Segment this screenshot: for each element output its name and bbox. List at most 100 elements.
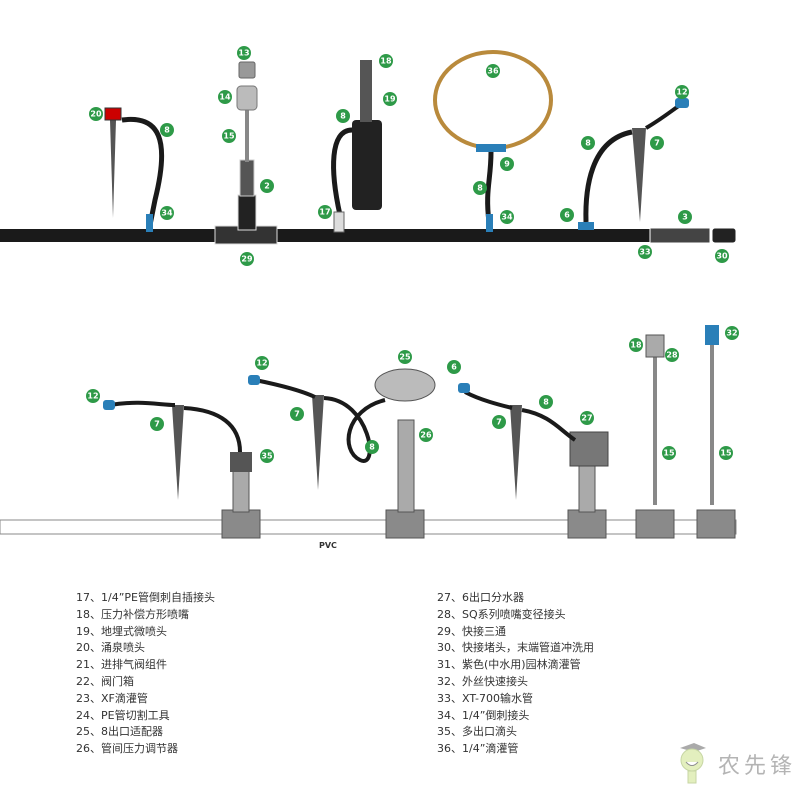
barb-connector: [486, 214, 493, 232]
watermark: 农先锋: [672, 742, 796, 786]
callout-8: 8: [473, 181, 487, 195]
callout-number: 30: [716, 252, 728, 261]
callout-30: 30: [715, 249, 729, 263]
legend-item: 22、阀门箱: [76, 674, 134, 688]
callout-number: 34: [161, 209, 173, 218]
drip-tube: [583, 129, 633, 223]
callout-number: 6: [564, 211, 570, 220]
legend-item: 24、PE管切割工具: [76, 708, 170, 722]
callout-34: 34: [160, 206, 174, 220]
end-plug: [711, 227, 737, 244]
legend-item: 33、XT-700输水管: [437, 691, 534, 705]
tee-riser: [237, 194, 257, 231]
legend-item: 30、快接堵头，末端管道冲洗用: [437, 641, 594, 655]
legend-item: 36、1/4”滴灌管: [437, 742, 519, 756]
square-nozzle: [645, 334, 665, 358]
tee-connector: [476, 144, 506, 152]
legend-item: 17、1/4”PE管倒刺自插接头: [76, 591, 215, 604]
callout-32: 32: [725, 326, 739, 340]
callout-number: 9: [504, 160, 510, 169]
callout-number: 28: [666, 351, 678, 360]
legend-item: 18、压力补偿方形喷嘴: [76, 607, 189, 621]
stakes: [172, 395, 522, 500]
barb-connector: [578, 222, 594, 230]
emitters: [103, 375, 470, 410]
callout-number: 19: [384, 95, 396, 104]
emitter: [675, 98, 689, 108]
watermark-text: 农先锋: [718, 754, 797, 779]
drip-tube: [121, 116, 165, 226]
callout-25: 25: [398, 350, 412, 364]
callout-27: 27: [580, 411, 594, 425]
callout-number: 18: [630, 341, 642, 350]
legend-item: 26、管间压力调节器: [76, 742, 178, 756]
callout-8: 8: [539, 395, 553, 409]
callout-number: 17: [319, 208, 330, 217]
callout-number: 7: [154, 420, 160, 429]
callout-14: 14: [218, 90, 232, 104]
callout-8: 8: [365, 440, 379, 454]
barb-connector: [146, 214, 153, 232]
stake: [632, 128, 646, 222]
callout-15: 15: [719, 446, 733, 460]
callout-number: 35: [261, 452, 273, 461]
male-quick-connector: [705, 325, 719, 345]
callout-9: 9: [500, 157, 514, 171]
callout-26: 26: [419, 428, 433, 442]
callout-number: 34: [501, 213, 513, 222]
callout-number: 7: [654, 139, 660, 148]
callout-number: 8: [369, 443, 375, 452]
callout-number: 8: [543, 398, 549, 407]
self-insert-barb: [333, 211, 345, 233]
riser-tube: [710, 345, 714, 505]
square-nozzle: [238, 61, 256, 79]
pvc-label: PVC: [319, 541, 337, 550]
callout-8: 8: [160, 123, 174, 137]
callout-7: 7: [150, 417, 164, 431]
callout-3: 3: [678, 210, 692, 224]
legend-item: 28、SQ系列喷嘴变径接头: [437, 607, 566, 621]
callout-number: 12: [676, 88, 687, 97]
callout-12: 12: [255, 356, 269, 370]
multi-outlet-emitter: [230, 452, 252, 472]
popup-body: [352, 120, 382, 210]
legend-item: 34、1/4”倒刺接头: [437, 708, 530, 722]
callout-number: 8: [340, 112, 346, 121]
legend-item: 29、快接三通: [437, 624, 506, 638]
callout-number: 8: [164, 126, 170, 135]
callout-7: 7: [492, 415, 506, 429]
callout-number: 32: [726, 329, 737, 338]
drip-tube: [485, 151, 494, 223]
callout-35: 35: [260, 449, 274, 463]
callout-29: 29: [240, 252, 254, 266]
main-pipe: [0, 229, 708, 242]
callout-number: 12: [256, 359, 267, 368]
legend-item: 31、紫色(中水用)园林滴灌管: [437, 658, 581, 672]
callout-number: 15: [663, 449, 675, 458]
8-outlet-adapter: [374, 368, 436, 402]
stake: [110, 120, 116, 218]
callout-6: 6: [447, 360, 461, 374]
callout-number: 13: [238, 49, 249, 58]
callout-7: 7: [290, 407, 304, 421]
callout-36: 36: [486, 64, 500, 78]
callout-18: 18: [379, 54, 393, 68]
callout-34: 34: [500, 210, 514, 224]
nozzle-adapter: [236, 85, 258, 111]
callout-number: 7: [496, 418, 502, 427]
legend-item: 21、进排气阀组件: [76, 658, 167, 672]
end-fitting: [649, 227, 711, 244]
bubbler: [104, 107, 122, 121]
legend-item: 19、地埋式微喷头: [76, 624, 167, 638]
callout-17: 17: [318, 205, 332, 219]
callout-number: 29: [241, 255, 253, 264]
callout-8: 8: [581, 136, 595, 150]
pvc-pipe: [0, 519, 737, 535]
callout-number: 8: [477, 184, 483, 193]
callout-15: 15: [662, 446, 676, 460]
callout-12: 12: [86, 389, 100, 403]
callout-number: 8: [585, 139, 591, 148]
callout-12: 12: [675, 85, 689, 99]
